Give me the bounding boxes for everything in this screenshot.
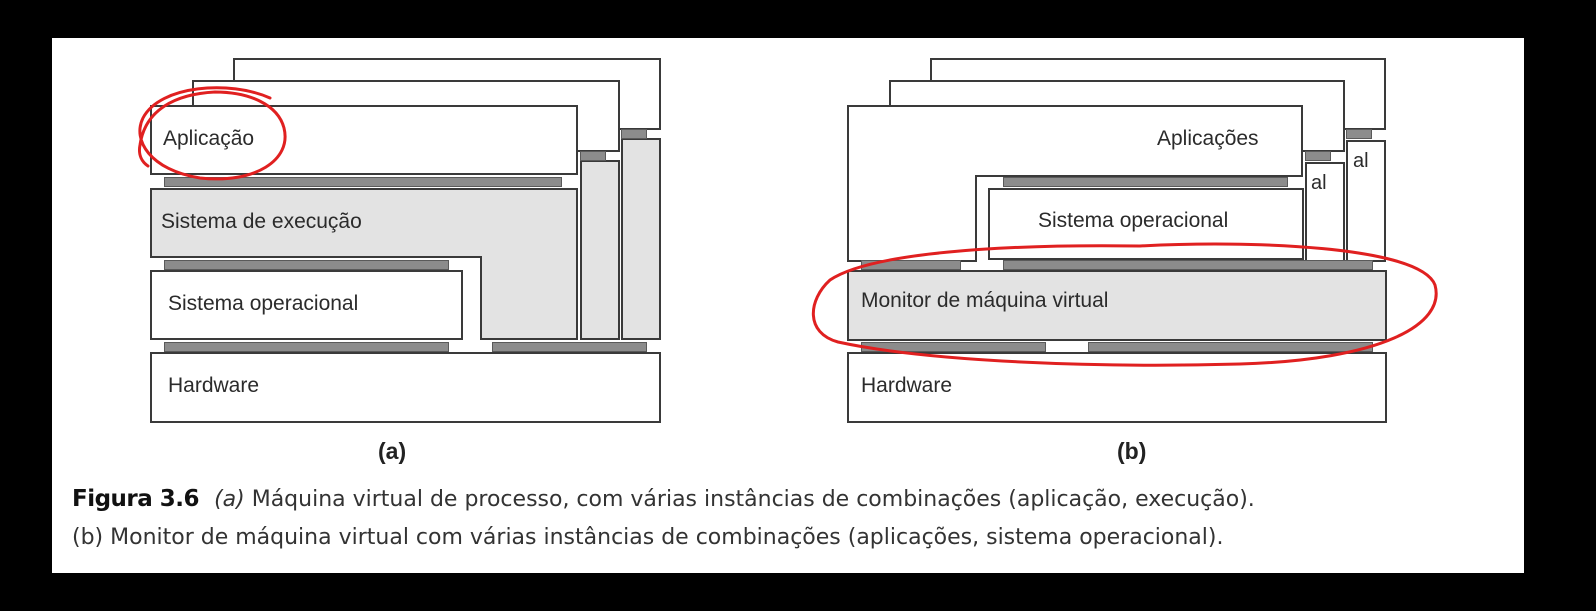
- interface-bar: [580, 151, 606, 161]
- os-box: [150, 270, 463, 340]
- runtime-joint: [482, 250, 576, 262]
- runtime-box: [150, 188, 578, 258]
- overflow-label: al: [1311, 172, 1327, 194]
- interface-bar: [861, 260, 961, 270]
- stack-runtime-back: [621, 138, 661, 340]
- interface-bar: [861, 342, 1046, 352]
- stack-runtime-middle: [580, 160, 620, 340]
- interface-bar: [164, 342, 449, 352]
- stack-layer-back-side: [1346, 140, 1386, 262]
- os-label: Sistema operacional: [168, 292, 359, 315]
- interface-bar: [1003, 260, 1373, 270]
- figure-number: Figura 3.6: [72, 486, 200, 512]
- hardware-box: [150, 352, 661, 423]
- interface-bar: [492, 342, 647, 352]
- diagram-a-caption-label: (a): [378, 438, 407, 464]
- caption-line-2: (b) Monitor de máquina virtual com vária…: [72, 519, 1492, 557]
- hardware-label: Hardware: [168, 374, 260, 397]
- caption-part-a-marker: (a): [214, 487, 245, 512]
- os-label: Sistema operacional: [1038, 209, 1229, 232]
- interface-bar: [164, 177, 562, 187]
- vmm-label: Monitor de máquina virtual: [861, 289, 1109, 312]
- caption-part-b-text: (b) Monitor de máquina virtual com vária…: [72, 525, 1224, 550]
- figure-caption: Figura 3.6 (a) Máquina virtual de proces…: [72, 480, 1492, 557]
- interface-bar: [621, 129, 647, 139]
- interface-bar: [1088, 342, 1373, 352]
- interface-bar: [1346, 129, 1372, 139]
- applications-label: Aplicações: [1157, 127, 1259, 150]
- overflow-label: al: [1353, 150, 1369, 172]
- hardware-label: Hardware: [861, 374, 953, 397]
- runtime-label: Sistema de execução: [161, 210, 362, 233]
- interface-bar: [1003, 177, 1288, 187]
- caption-line-1: Figura 3.6 (a) Máquina virtual de proces…: [72, 480, 1492, 519]
- interface-bar: [1305, 151, 1331, 161]
- application-label: Aplicação: [163, 127, 255, 150]
- caption-part-a-text: Máquina virtual de processo, com várias …: [251, 487, 1255, 512]
- applications-notch-frame: [975, 175, 1303, 262]
- interface-bar: [164, 260, 449, 270]
- diagram-b-caption-label: (b): [1117, 438, 1147, 464]
